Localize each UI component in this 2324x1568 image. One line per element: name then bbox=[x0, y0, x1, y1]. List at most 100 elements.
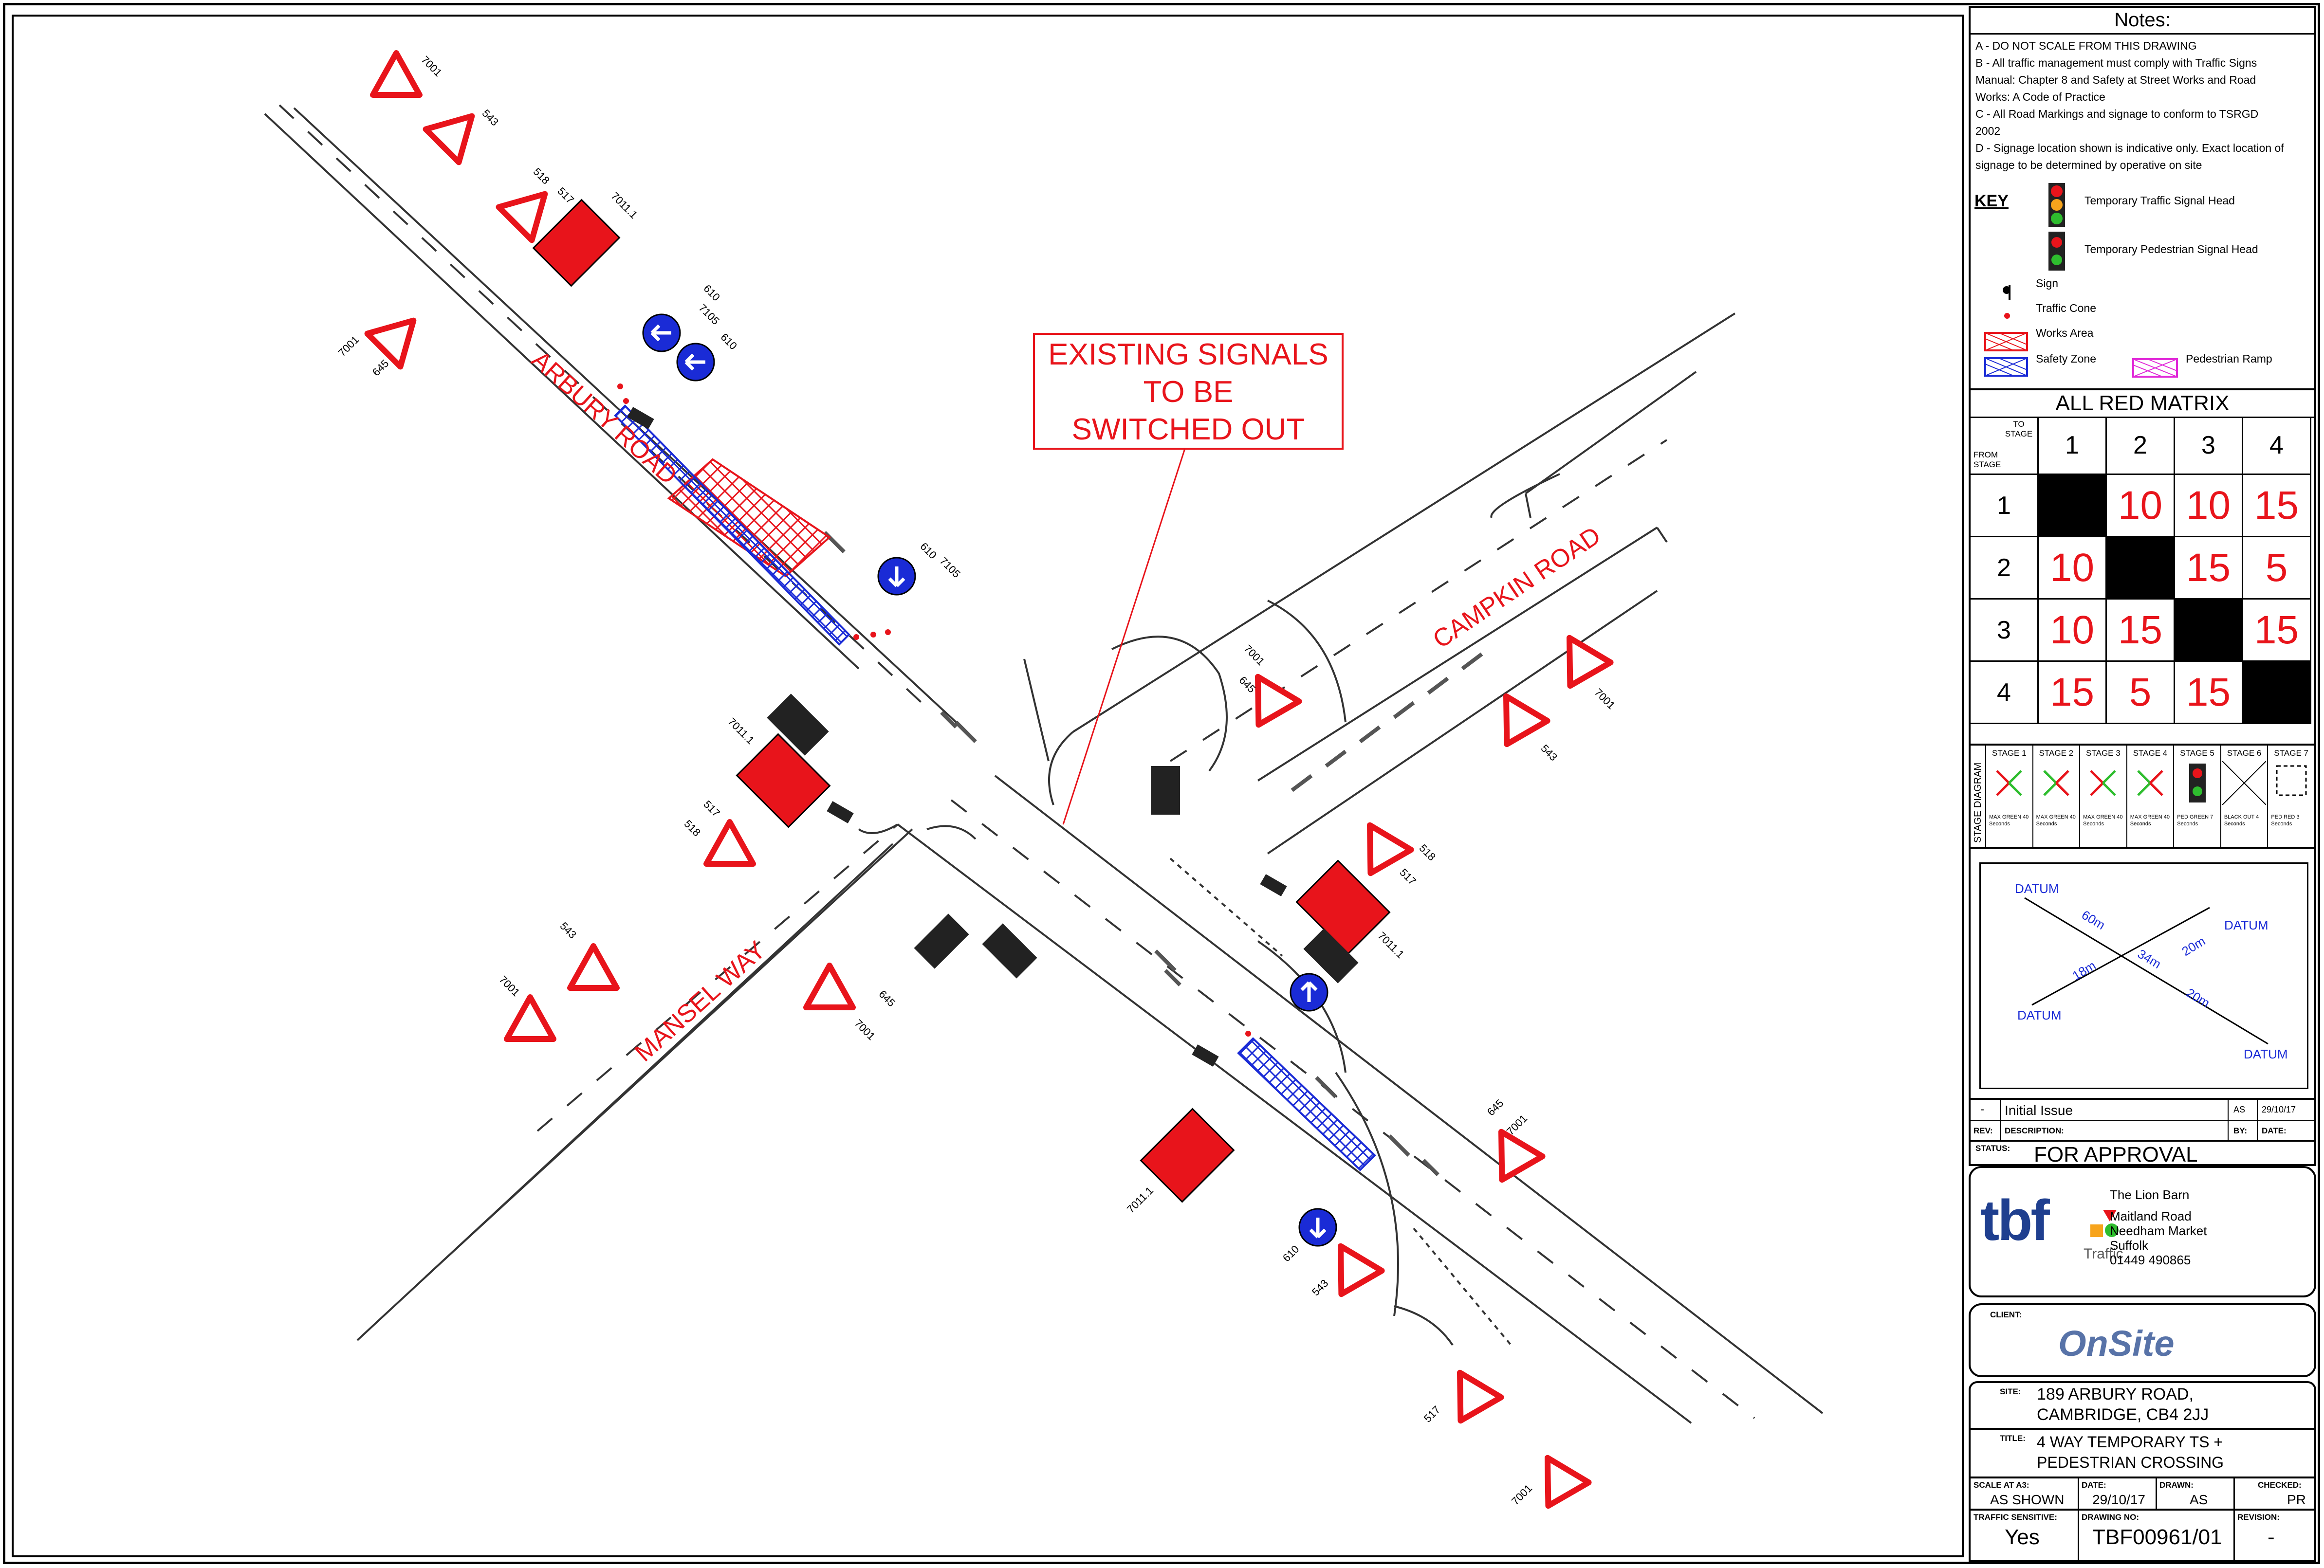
sign-label: 517 bbox=[555, 185, 576, 206]
rev-date: 29/10/17 bbox=[2262, 1105, 2296, 1114]
sign-label: 7001 bbox=[419, 54, 444, 79]
drawn-value: AS bbox=[2190, 1492, 2208, 1507]
key-title: KEY bbox=[1974, 192, 2009, 210]
stage-caption: PED GREEN 7 Seconds bbox=[2177, 814, 2213, 827]
revision-value: - bbox=[2268, 1525, 2275, 1549]
stage-caption: MAX GREEN 40 Seconds bbox=[1989, 814, 2029, 827]
matrix-cell: 10 bbox=[2039, 600, 2107, 662]
callout-box: EXISTING SIGNALS TO BE SWITCHED OUT bbox=[1033, 333, 1344, 825]
sign-label: 7011.1 bbox=[725, 715, 756, 747]
address-line: 01449 490865 bbox=[2110, 1253, 2191, 1267]
sign-label: 645 bbox=[1485, 1097, 1506, 1118]
stage-name: STAGE 3 bbox=[2086, 748, 2121, 758]
sign-label: 517 bbox=[701, 798, 722, 820]
signal-heads bbox=[627, 407, 1359, 1067]
note-line: A - DO NOT SCALE FROM THIS DRAWING bbox=[1975, 39, 2197, 52]
client-box: CLIENT: OnSite bbox=[1969, 1303, 2316, 1377]
matrix-col-header: 3 bbox=[2175, 417, 2243, 475]
sign-label: 7011.1 bbox=[609, 190, 640, 221]
datum-dist: 20m bbox=[2184, 985, 2213, 1010]
matrix-cell bbox=[2175, 600, 2243, 662]
drawing-no-label: DRAWING NO: bbox=[2082, 1513, 2140, 1522]
sign-label: 645 bbox=[370, 357, 391, 379]
matrix-to-label: TO STAGE bbox=[2005, 419, 2033, 438]
mansel-way bbox=[356, 823, 977, 1341]
rev-by: AS bbox=[2233, 1105, 2246, 1114]
address-line: Suffolk bbox=[2110, 1238, 2149, 1253]
datum-diagram: DATUM DATUM DATUM DATUM 60m 18m 34m 20m … bbox=[2015, 881, 2288, 1061]
stage-diagram-label: STAGE DIAGRAM bbox=[1973, 762, 1983, 843]
status-box: STATUS: FOR APPROVAL bbox=[1969, 1140, 2316, 1167]
matrix-row-header: 3 bbox=[1971, 600, 2039, 662]
datum-dist: 20m bbox=[2179, 933, 2208, 959]
title-line: 4 WAY TEMPORARY TS + bbox=[2037, 1433, 2223, 1451]
site-label: SITE: bbox=[2000, 1387, 2021, 1396]
key-sign: Sign bbox=[2036, 277, 2059, 290]
sign-label: 610 bbox=[918, 540, 939, 562]
callout-line-3: SWITCHED OUT bbox=[1072, 413, 1305, 446]
stage-caption: MAX GREEN 40 Seconds bbox=[2130, 814, 2170, 827]
blue-round-signs bbox=[642, 313, 1337, 1247]
callout-line-1: EXISTING SIGNALS bbox=[1048, 338, 1328, 371]
revision-label: REVISION: bbox=[2237, 1513, 2280, 1522]
sign-label: 610 bbox=[718, 331, 739, 352]
stage-icon bbox=[2137, 770, 2163, 796]
sign-label: 7001 bbox=[1509, 1482, 1534, 1507]
traffic-cones bbox=[617, 383, 1251, 1037]
datum-dist: 60m bbox=[2079, 907, 2108, 932]
matrix-cell: 10 bbox=[2039, 537, 2107, 600]
drawing-no-value: TBF00961/01 bbox=[2092, 1525, 2222, 1549]
sign-label: 543 bbox=[480, 107, 501, 128]
address-line: The Lion Barn bbox=[2110, 1187, 2190, 1202]
checked-value: PR bbox=[2287, 1492, 2306, 1507]
client-label: CLIENT: bbox=[1990, 1310, 2022, 1319]
callout-line-2: TO BE bbox=[1144, 375, 1234, 409]
stage-column: STAGE 3 MAX GREEN 40 Seconds bbox=[2079, 746, 2126, 847]
title-line: PEDESTRIAN CROSSING bbox=[2037, 1454, 2224, 1471]
matrix-from-label: FROM STAGE bbox=[1974, 450, 2001, 469]
stage-caption: MAX GREEN 40 Seconds bbox=[2083, 814, 2123, 827]
revision-table: - Initial Issue AS 29/10/17 REV: DESCRIP… bbox=[1969, 1098, 2316, 1142]
sign-label: 610 bbox=[701, 282, 722, 304]
date-label: DATE: bbox=[2082, 1480, 2106, 1490]
desc-header: DESCRIPTION: bbox=[2005, 1126, 2064, 1135]
sign-label: 543 bbox=[1310, 1277, 1331, 1298]
company-box: tbf Traffic The Lion Barn Maitland Road … bbox=[1969, 1166, 2316, 1297]
drawing-area: EXISTING SIGNALS TO BE SWITCHED OUT ARBU… bbox=[12, 15, 1964, 1557]
sign-label: 518 bbox=[531, 165, 552, 187]
sign-label: 610 bbox=[1280, 1243, 1302, 1264]
note-line: Manual: Chapter 8 and Safety at Street W… bbox=[1975, 73, 2256, 86]
sign-label: 7011.1 bbox=[1375, 930, 1406, 961]
date-header: DATE: bbox=[2262, 1126, 2287, 1135]
road-name-arbury: ARBURY ROAD bbox=[526, 346, 682, 490]
campkin-road bbox=[1048, 312, 1736, 855]
note-line: signage to be determined by operative on… bbox=[1975, 159, 2202, 171]
datum-label: DATUM bbox=[2224, 918, 2269, 932]
note-line: 2002 bbox=[1975, 125, 2001, 137]
sign-label: 7001 bbox=[336, 333, 361, 359]
datum-dist: 34m bbox=[2135, 946, 2164, 971]
company-address: The Lion Barn Maitland Road Needham Mark… bbox=[2110, 1187, 2207, 1267]
drawn-label: DRAWN: bbox=[2159, 1480, 2194, 1490]
datum-label: DATUM bbox=[2015, 881, 2059, 896]
stage-icon bbox=[1996, 770, 2023, 796]
sign-label: 518 bbox=[682, 818, 703, 839]
matrix-cell: 15 bbox=[2039, 662, 2107, 724]
address-line: Maitland Road bbox=[2110, 1209, 2192, 1223]
warning-signs bbox=[368, 53, 1611, 1506]
sign-label: 543 bbox=[557, 920, 579, 941]
matrix-row-header: 2 bbox=[1971, 537, 2039, 600]
datum-label: DATUM bbox=[2244, 1047, 2288, 1061]
stage-icon bbox=[2043, 770, 2069, 796]
sign-label: 645 bbox=[876, 988, 898, 1009]
site-address: 189 ARBURY ROAD, CAMBRIDGE, CB4 2JJ bbox=[2037, 1384, 2209, 1425]
stage-caption: PED RED 3 Seconds bbox=[2271, 814, 2300, 827]
title-box: TITLE: 4 WAY TEMPORARY TS + PEDESTRIAN C… bbox=[1969, 1428, 2316, 1478]
matrix-title: ALL RED MATRIX bbox=[1971, 390, 2314, 418]
scale-row: SCALE AT A3: AS SHOWN DATE: 29/10/17 DRA… bbox=[1969, 1477, 2316, 1511]
